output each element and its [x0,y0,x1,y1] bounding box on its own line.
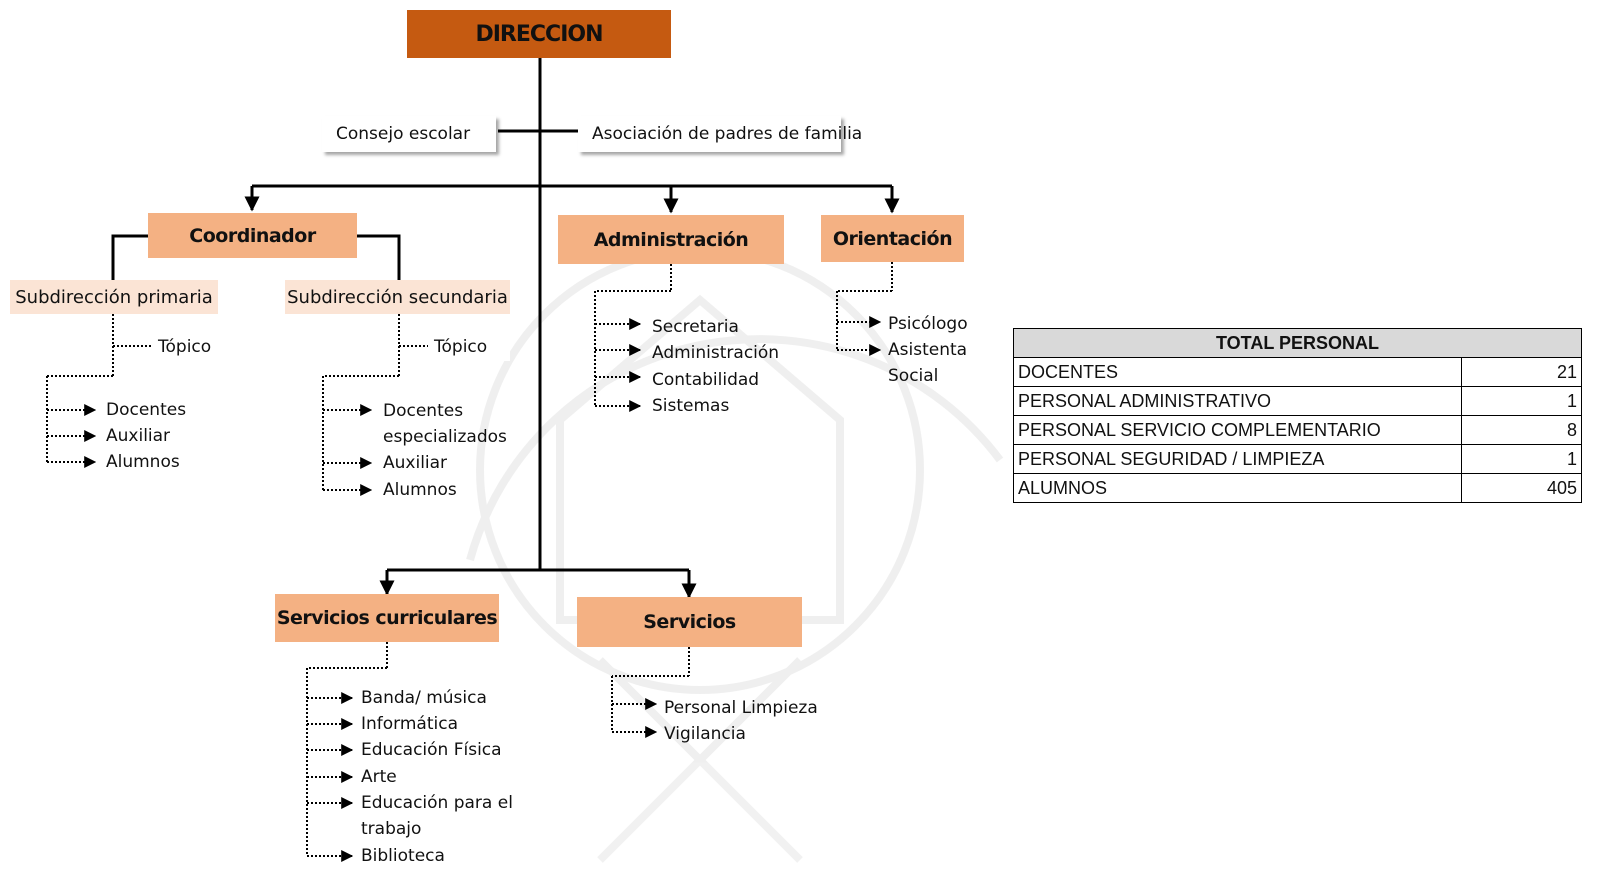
curricular-item-trabajo: trabajo [361,819,422,839]
coordinador-box: Coordinador [148,213,357,258]
servicios-item-limpieza: Personal Limpieza [664,698,818,718]
table-cell-value: 1 [1461,444,1582,474]
servicios-box: Servicios [577,597,802,647]
curricular-item-banda: Banda/ música [361,688,487,708]
table-cell-value: 405 [1461,473,1582,503]
administracion-box: Administración [558,215,784,264]
watermark-seal [466,246,1004,863]
orientacion-item-asistenta: Asistenta [888,340,968,360]
secundaria-item-auxiliar: Auxiliar [383,453,448,473]
orientacion-item-social: Social [888,366,939,386]
topico-primaria-box: Tópico [152,332,236,361]
table-cell-name: PERSONAL SERVICIO COMPLEMENTARIO [1013,415,1462,445]
orientacion-box: Orientación [821,215,964,262]
table-header-row: TOTAL PERSONAL [1013,328,1582,358]
table-cell-name: ALUMNOS [1013,473,1462,503]
curricular-item-informatica: Informática [361,714,458,734]
secundaria-item-alumnos: Alumnos [383,480,457,500]
subdireccion-primaria-box: Subdirección primaria [10,280,218,314]
table-cell-value: 21 [1461,357,1582,387]
asociacion-padres-box: Asociación de padres de familia [578,116,862,152]
admin-item-sistemas: Sistemas [652,396,730,416]
curricular-item-biblioteca: Biblioteca [361,846,445,866]
table-cell-name: PERSONAL SEGURIDAD / LIMPIEZA [1013,444,1462,474]
admin-item-administracion: Administración [652,343,780,363]
table-cell-name: PERSONAL ADMINISTRATIVO [1013,386,1462,416]
admin-item-secretaria: Secretaria [652,317,739,337]
orientacion-item-psicologo: Psicólogo [888,314,968,334]
consejo-escolar-box: Consejo escolar [322,116,496,152]
curricular-item-educacion-trabajo: Educación para el [361,793,513,813]
admin-item-contabilidad: Contabilidad [652,370,760,390]
table-row: DOCENTES 21 [1013,357,1582,387]
table-row: PERSONAL ADMINISTRATIVO 1 [1013,386,1582,416]
primaria-item-auxiliar: Auxiliar [106,426,171,446]
secundaria-item-especializados: especializados [383,427,507,447]
primaria-item-alumnos: Alumnos [106,452,180,472]
servicios-curriculares-box: Servicios curriculares [275,594,499,642]
table-row: PERSONAL SEGURIDAD / LIMPIEZA 1 [1013,444,1582,474]
table-row: PERSONAL SERVICIO COMPLEMENTARIO 8 [1013,415,1582,445]
curricular-item-arte: Arte [361,767,397,787]
topico-secundaria-box: Tópico [428,332,510,361]
table-cell-value: 8 [1461,415,1582,445]
table-cell-name: DOCENTES [1013,357,1462,387]
curricular-item-educacion-fisica: Educación Física [361,740,502,760]
subdireccion-secundaria-box: Subdirección secundaria [285,280,510,314]
servicios-item-vigilancia: Vigilancia [664,724,746,744]
total-personal-table: TOTAL PERSONAL DOCENTES 21 PERSONAL ADMI… [1013,328,1582,503]
secundaria-item-docentes: Docentes [383,401,464,421]
table-row: ALUMNOS 405 [1013,473,1582,503]
table-cell-value: 1 [1461,386,1582,416]
direccion-box: DIRECCION [407,10,671,58]
primaria-item-docentes: Docentes [106,400,187,420]
table-header: TOTAL PERSONAL [1013,328,1582,358]
